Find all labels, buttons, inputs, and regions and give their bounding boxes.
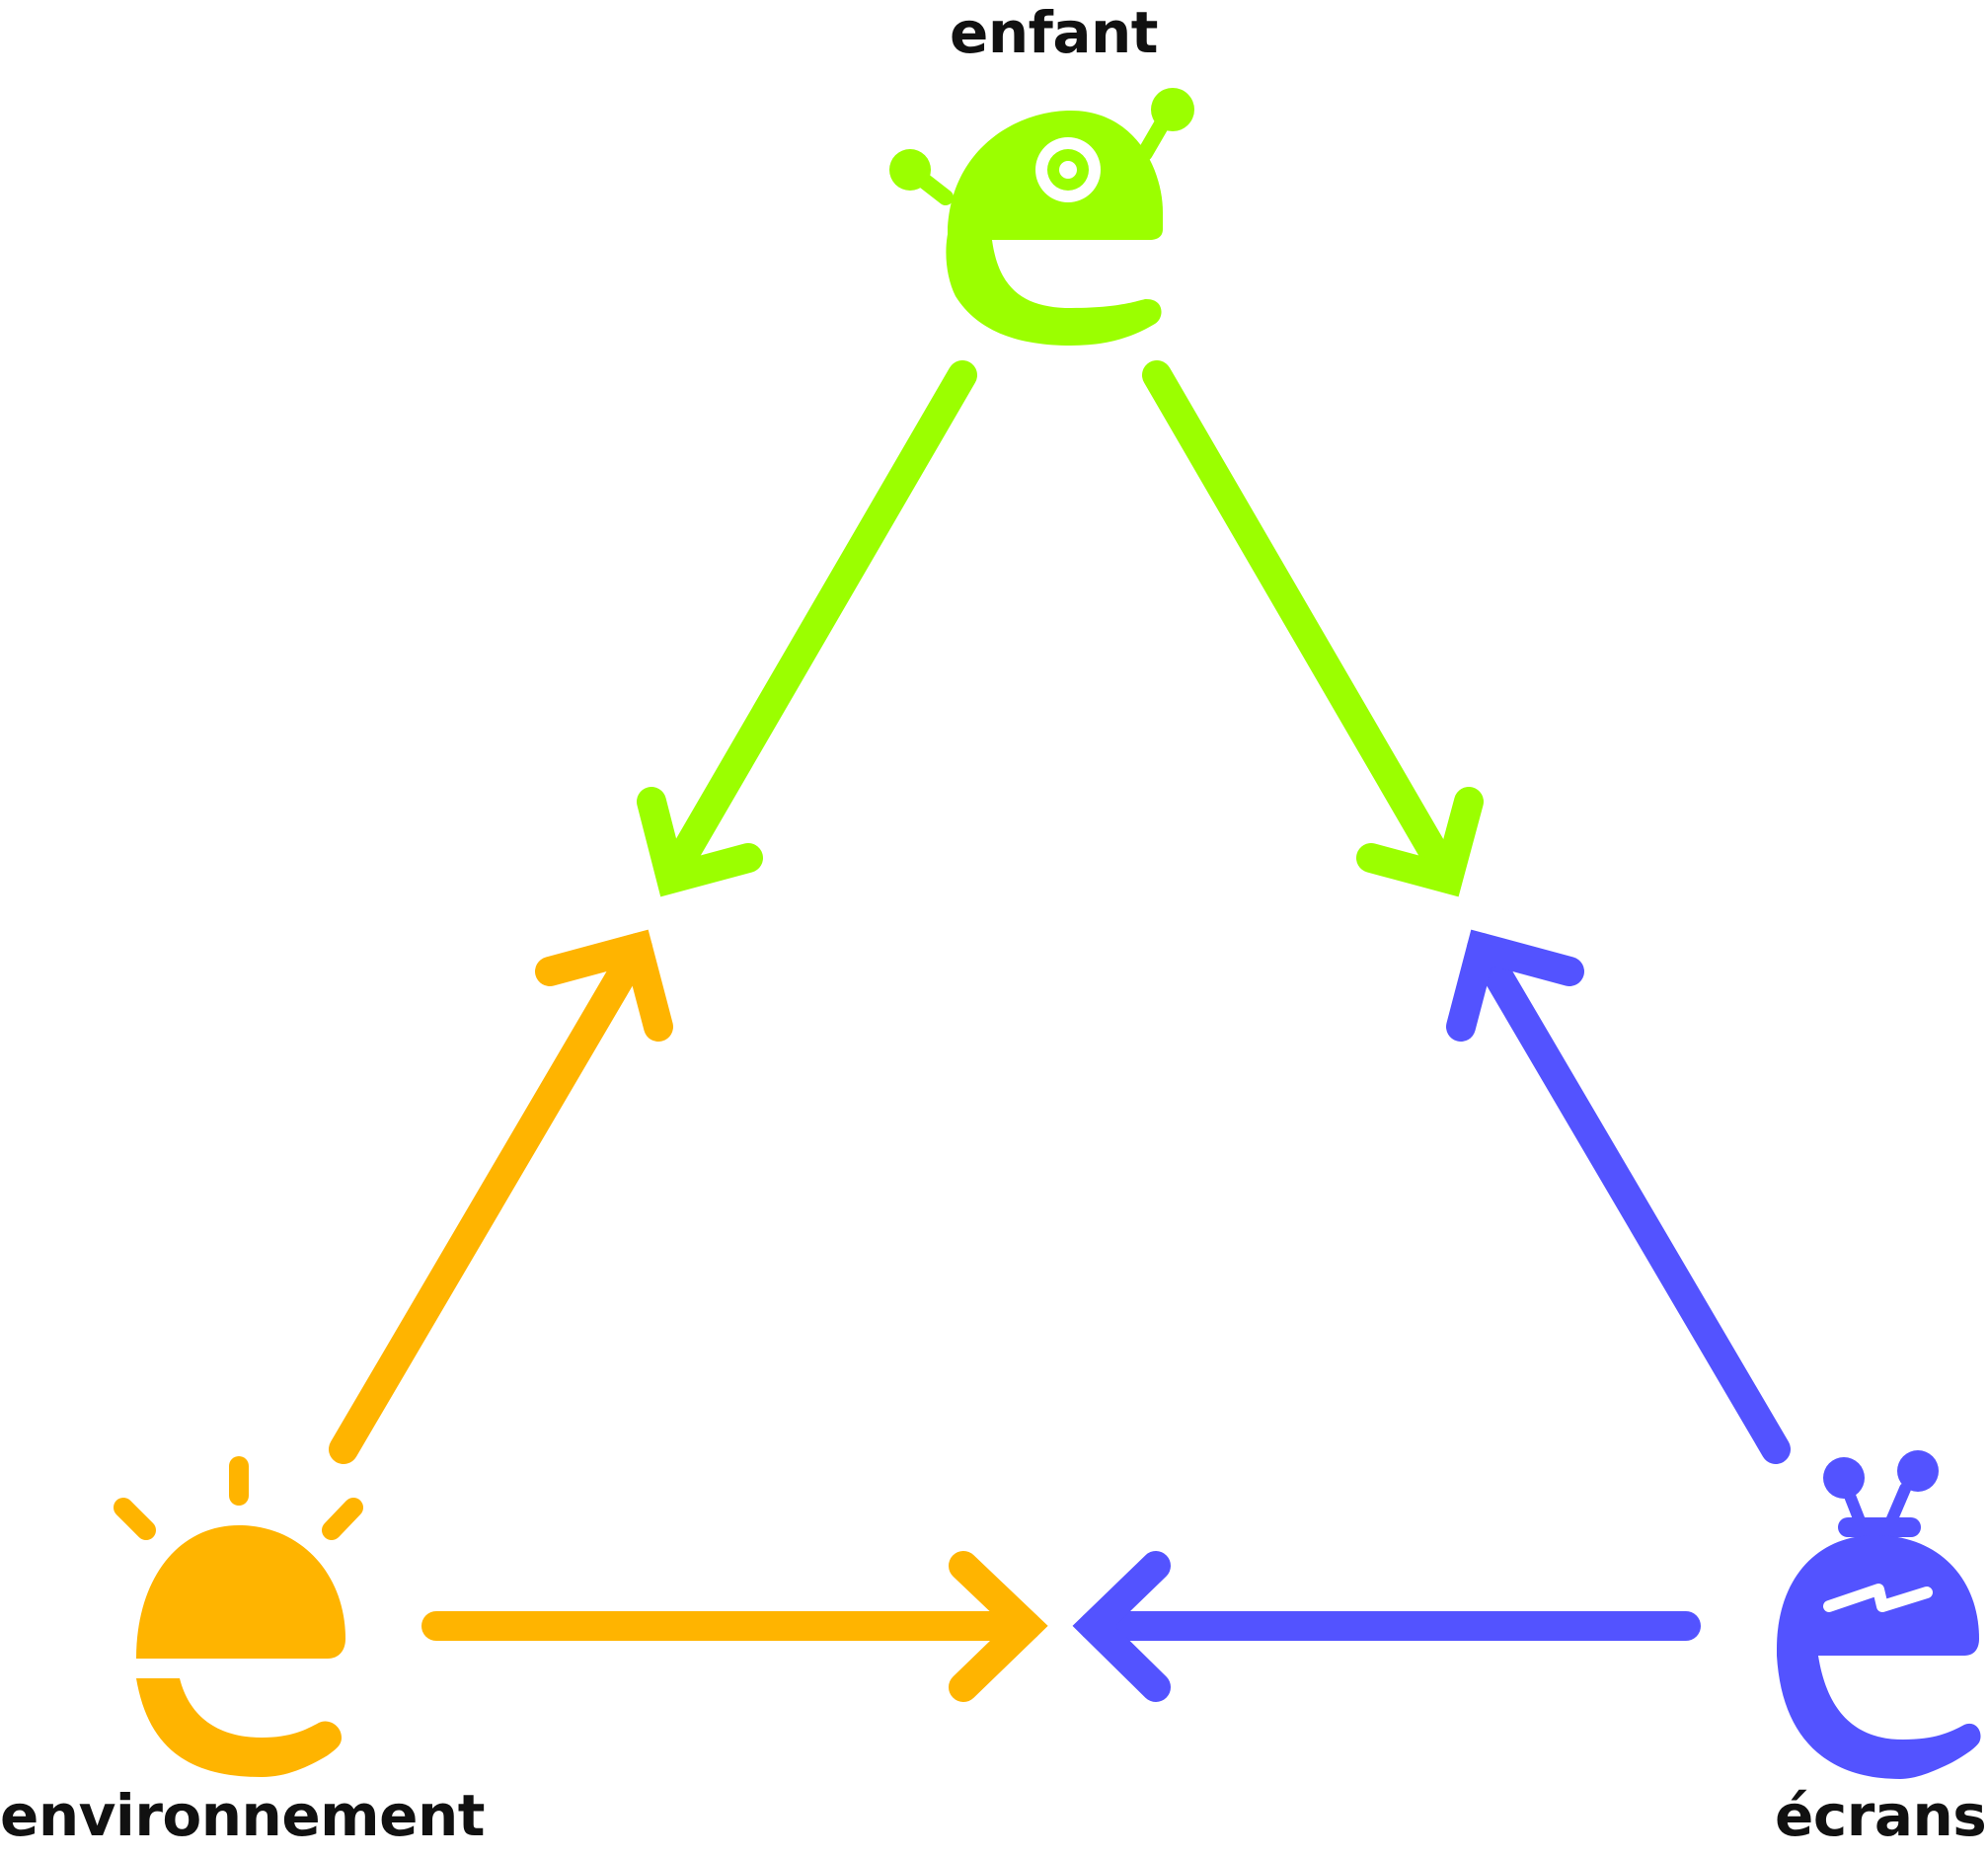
green-e-creature-icon	[889, 88, 1194, 346]
arrow-environnement-to-bottom	[421, 1551, 1048, 1702]
arrow-ecrans-to-right	[1446, 929, 1791, 1464]
label-environnement: environnement	[0, 1782, 485, 1849]
arrow-ecrans-to-bottom	[1072, 1551, 1701, 1702]
label-ecrans: écrans	[1775, 1782, 1987, 1849]
orange-e-sun-icon	[114, 1456, 363, 1777]
arrow-enfant-to-right	[1142, 360, 1484, 897]
arrow-environnement-to-left	[329, 929, 673, 1464]
blue-e-tv-icon	[1777, 1450, 1981, 1779]
arrow-enfant-to-left	[637, 360, 977, 897]
label-enfant: enfant	[950, 0, 1159, 66]
